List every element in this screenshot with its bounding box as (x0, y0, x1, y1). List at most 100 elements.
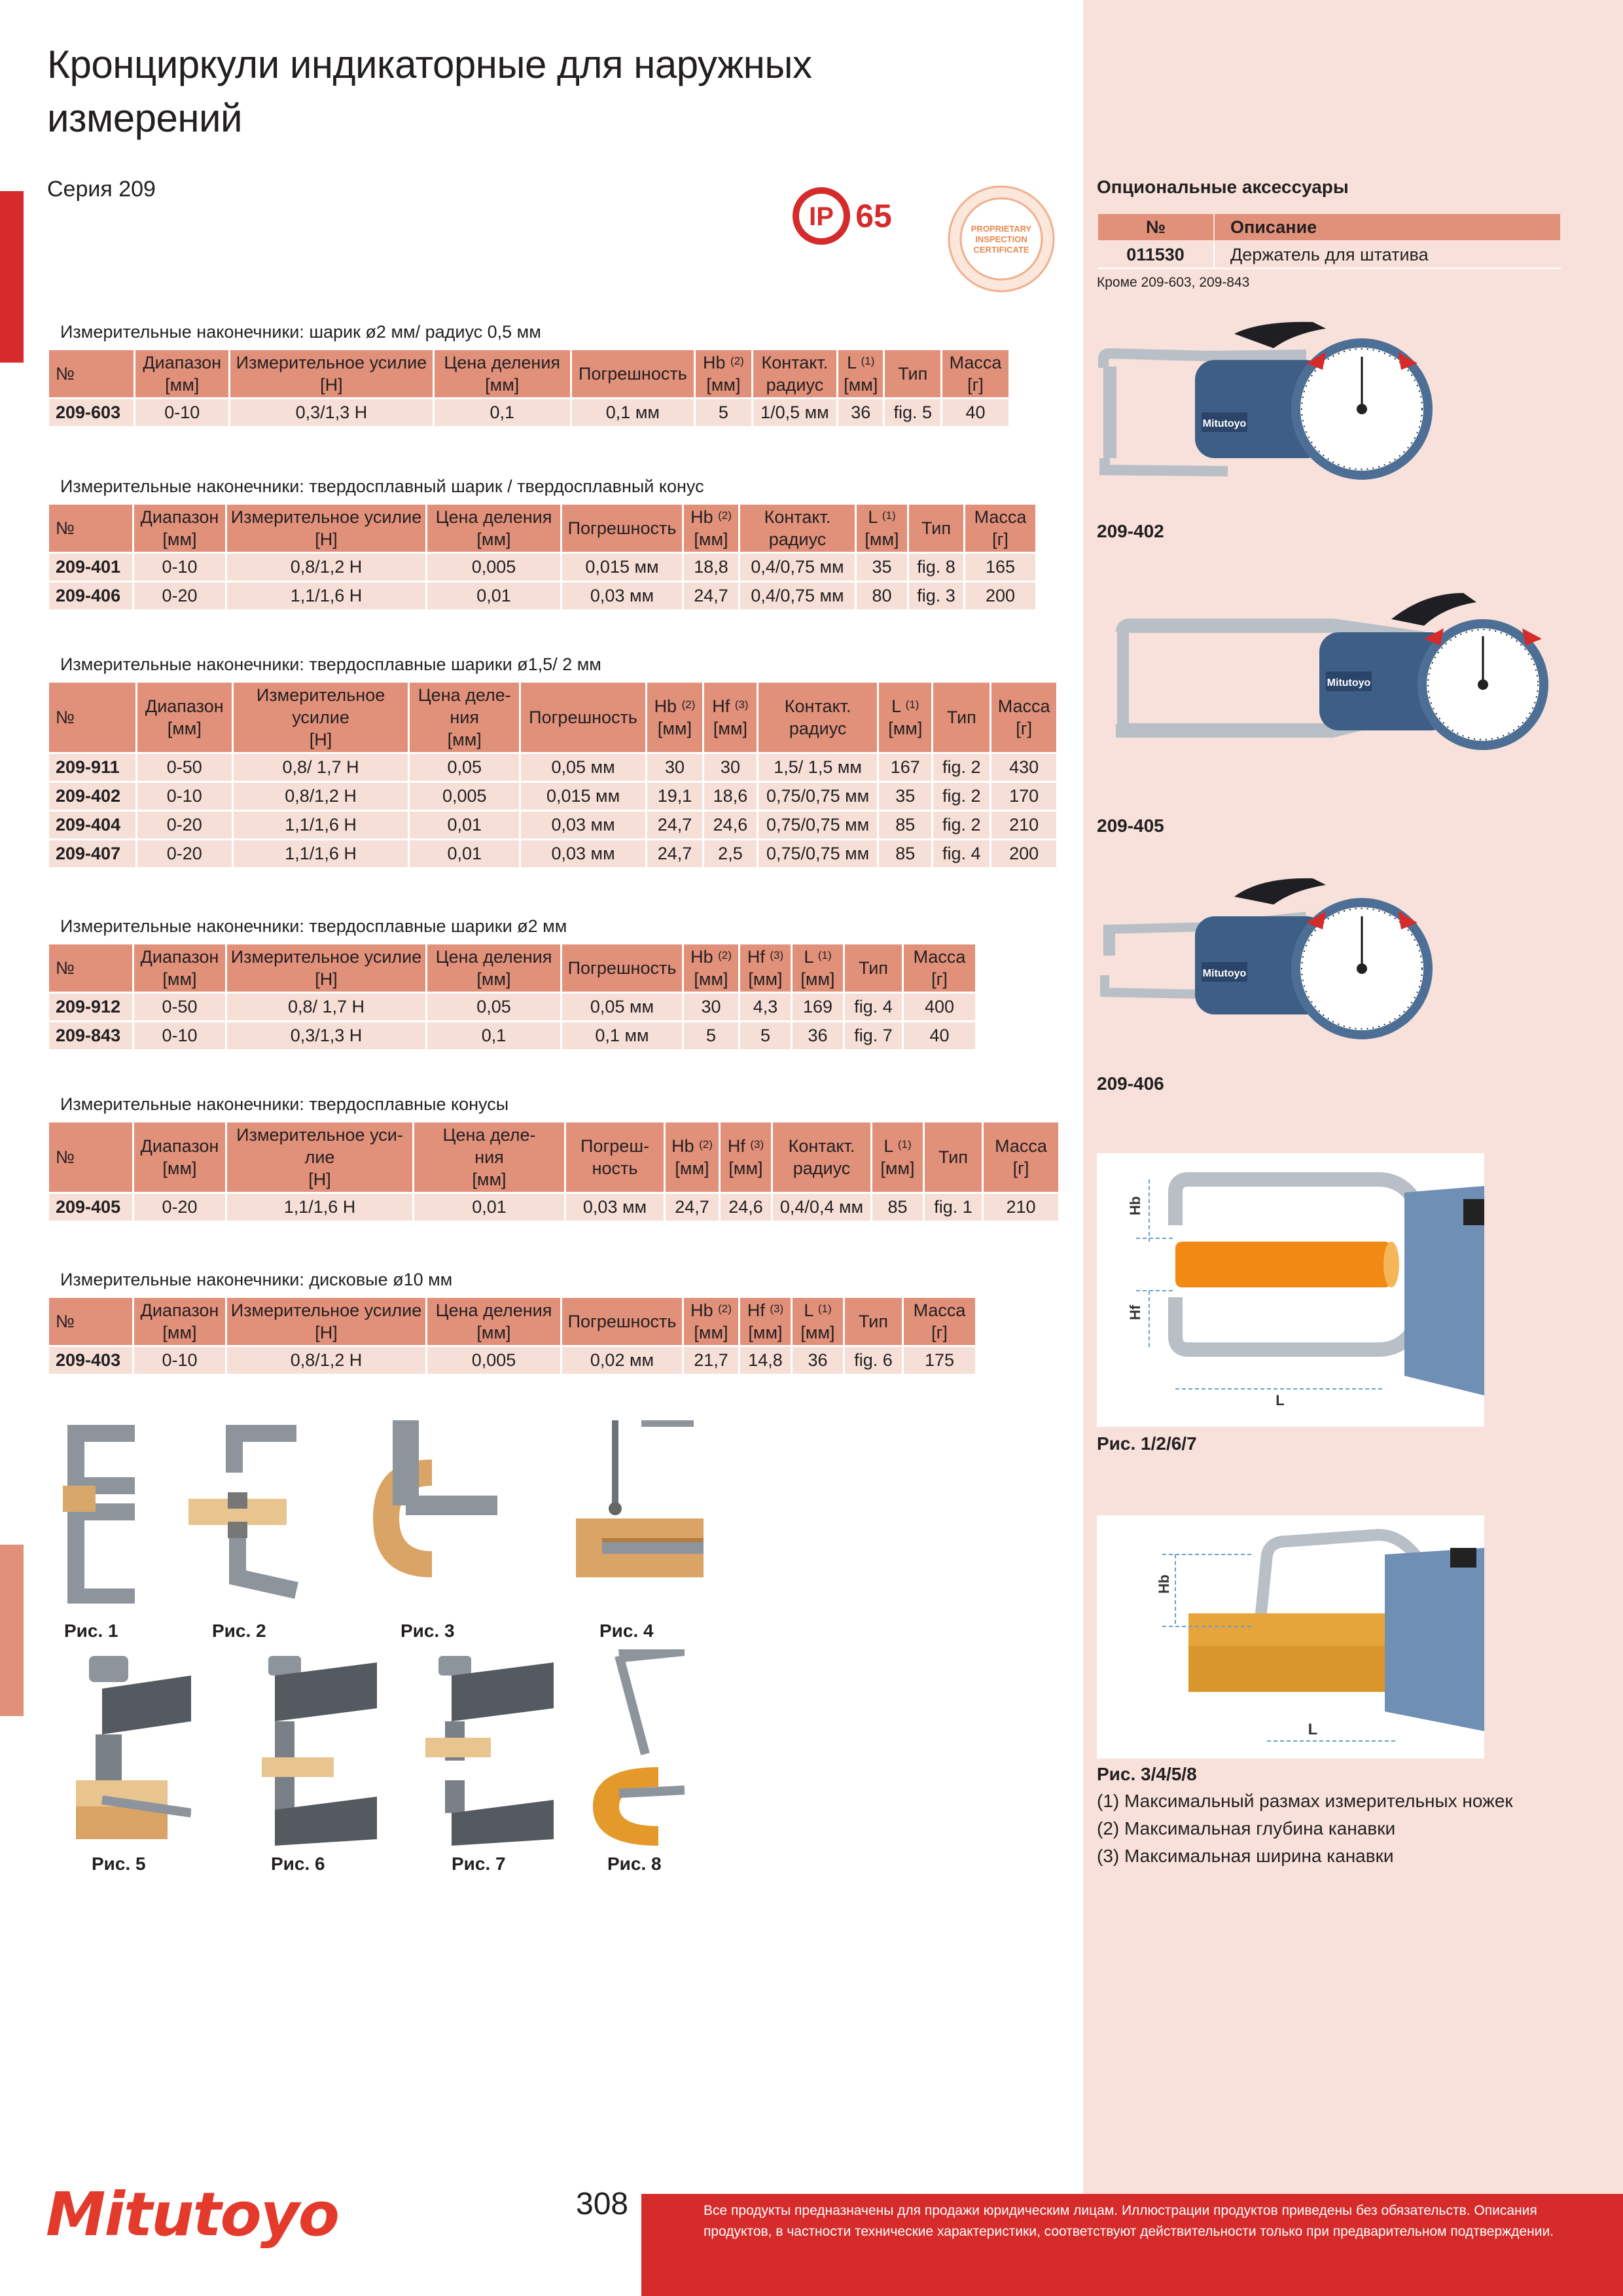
table-cell: 209-402 (47, 781, 137, 812)
table-cell: 0,01 (408, 810, 522, 840)
table-cell: 35 (877, 781, 934, 812)
table-cell: 0,05 (408, 752, 522, 783)
figure-image (576, 1420, 704, 1577)
column-header: № (47, 503, 134, 554)
table-cell: 0,03 мм (519, 838, 647, 869)
table-cell: 209-603 (46, 397, 136, 428)
table-cell: 24,7 (645, 810, 705, 840)
table-cell: 5 (738, 1020, 793, 1051)
table-cell: 18,8 (682, 552, 740, 583)
brand-logo: Mitutoyo (46, 2179, 340, 2250)
table-caption: Измерительные наконечники: дисковые ø10 … (60, 1270, 453, 1289)
column-header: Hb (2)[мм] (682, 1296, 740, 1347)
table-cell: 24,7 (664, 1192, 721, 1223)
column-header: Цена деле-ния[мм] (412, 1121, 566, 1194)
column-header: Погрешность (560, 503, 684, 554)
spec-table: № Диапазон[мм] Измерительное усилие[Н] Ц… (47, 503, 1037, 611)
series-label: Серия 209 (47, 177, 156, 202)
column-header: № (47, 942, 134, 994)
figure-image (63, 1420, 161, 1604)
table-cell: 170 (990, 781, 1058, 812)
table-cell: 24,6 (702, 810, 758, 840)
diagram-image: Hb Hf L (1097, 1153, 1484, 1427)
table-cell: 0,3/1,3 Н (225, 1020, 427, 1051)
diagram-image: Hb L (1097, 1515, 1484, 1759)
column-header: L (1)[мм] (836, 348, 885, 399)
table-cell: 0,01 (425, 581, 562, 611)
accessories-note: Кроме 209-603, 209-843 (1097, 275, 1250, 290)
table-cell: 0,01 (412, 1192, 566, 1223)
column-header: Масса[г] (902, 942, 977, 994)
figure-image (425, 1656, 554, 1846)
table-cell: fig. 2 (931, 810, 992, 840)
table-cell: 36 (791, 1020, 845, 1051)
column-header: Контакт.радиус (771, 1121, 872, 1194)
column-header: Масса[г] (990, 681, 1058, 754)
column-header: Диапазон[мм] (135, 681, 234, 754)
column-header: L (1)[мм] (855, 503, 909, 554)
table-cell: 0,8/1,2 Н (225, 552, 427, 583)
column-header: Hf (3)[мм] (719, 1121, 773, 1194)
column-header: Измерительное усилие[Н] (228, 348, 435, 399)
figure-caption: Рис. 4 (599, 1621, 654, 1641)
column-header: Тип (931, 681, 992, 754)
column-header: L (1)[мм] (877, 681, 934, 754)
table-cell: 167 (877, 752, 934, 783)
table-cell: 430 (990, 752, 1058, 783)
caliper-gauge-image: Mitutoyo (1116, 593, 1548, 750)
table-cell: 19,1 (645, 781, 705, 812)
table-cell: 0-20 (132, 581, 227, 611)
column-header: Диапазон[мм] (132, 503, 227, 554)
table-cell: 1/0,5 мм (751, 397, 839, 428)
table-cell: 0,1 мм (569, 397, 696, 428)
table-cell: 40 (902, 1020, 977, 1051)
certificate-seal-icon: PROPRIETARY INSPECTION CERTIFICATE (948, 185, 1055, 293)
footer-band (641, 2194, 1623, 2296)
column-header: Измерительное усилие[Н] (225, 503, 427, 554)
svg-text:Mitutoyo: Mitutoyo (1203, 968, 1247, 979)
table-cell: 0,8/ 1,7 Н (231, 752, 410, 783)
table-caption: Измерительные наконечники: твердосплавны… (60, 1094, 509, 1114)
figure-caption: Рис. 1 (64, 1621, 118, 1641)
table-cell: 0,05 (425, 992, 562, 1022)
table-cell: 0,8/1,2 Н (231, 781, 410, 812)
column-header: Погрешность (569, 348, 696, 399)
table-cell: 209-401 (47, 552, 134, 583)
table-cell: 30 (645, 752, 705, 783)
diagram-caption: Рис. 3/4/5/8 (1097, 1764, 1197, 1784)
table-cell: 0-20 (135, 838, 234, 869)
accessories-title: Опциональные аксессуары (1097, 177, 1349, 197)
table-cell: fig. 2 (931, 752, 992, 783)
column-header: Масса[г] (963, 503, 1037, 554)
table-caption: Измерительные наконечники: шарик ø2 мм/ … (60, 322, 541, 342)
ip-number: 65 (855, 198, 892, 234)
table-cell: 30 (702, 752, 758, 783)
table-cell: 30 (682, 992, 740, 1022)
table-cell: 0-10 (132, 1020, 227, 1051)
table-cell: fig. 4 (931, 838, 992, 869)
figure-caption: Рис. 8 (607, 1854, 662, 1874)
spec-table: № Диапазон[мм] Измерительное усилие[Н] Ц… (47, 942, 977, 1051)
column-header: Диапазон[мм] (132, 1296, 227, 1347)
table-cell: 85 (870, 1192, 925, 1223)
table-cell: 0,005 (425, 1345, 562, 1376)
table-cell: 0,005 (408, 781, 522, 812)
table-cell: 0-20 (135, 810, 234, 840)
figure-caption: Рис. 2 (212, 1621, 266, 1641)
table-cell: 0,75/0,75 мм (756, 781, 880, 812)
column-header: Контакт.радиус (756, 681, 880, 754)
table-cell: 0,75/0,75 мм (756, 810, 880, 840)
table-cell: 1,1/1,6 Н (225, 581, 427, 611)
footnote: (1) Максимальный размах измерительных но… (1097, 1791, 1513, 1811)
column-header: Hf (3)[мм] (738, 942, 793, 994)
figure-image (188, 1425, 298, 1599)
table-cell: 0-20 (132, 1192, 227, 1223)
table-cell: 0,3/1,3 Н (228, 397, 435, 428)
table-cell: 0,015 мм (519, 781, 647, 812)
column-header: Измерительное усилие[Н] (225, 1296, 427, 1347)
table-cell: 0,03 мм (560, 581, 684, 611)
